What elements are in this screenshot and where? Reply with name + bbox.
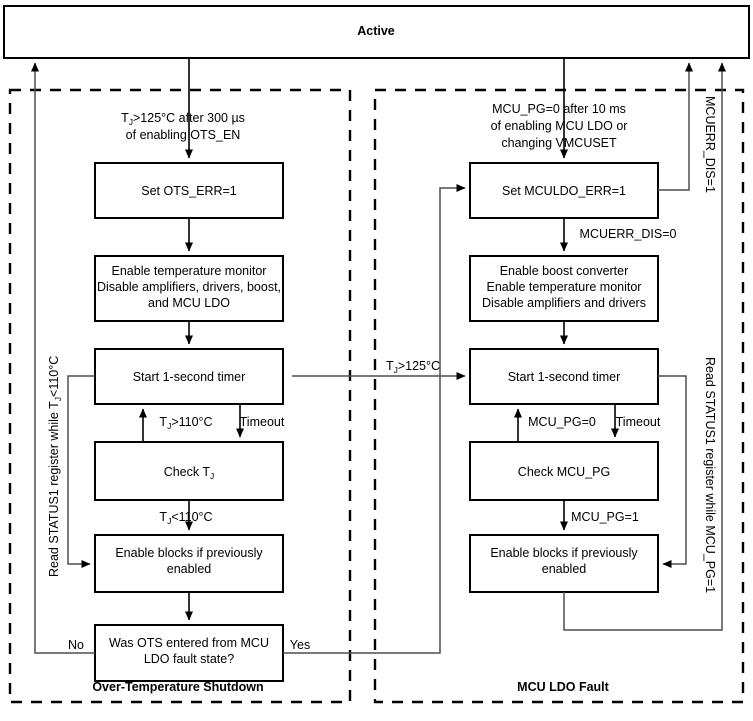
box-enable-temperature-monitor-line1: Enable temperature monitor (112, 264, 267, 278)
box-enable-boost-converter[interactable] (469, 255, 659, 322)
label-tj-above-110: TJ>110°C (159, 415, 212, 431)
edge-mcuerr-dis-1-to-active (658, 62, 693, 191)
label-tj-above-125: TJ>125°C (386, 359, 440, 375)
label-ots-entry-line2: of enabling OTS_EN (126, 128, 241, 142)
label-timeout-right: Timeout (616, 415, 661, 429)
label-read-status1-left: Read STATUS1 register while TJ<110°C (47, 356, 63, 577)
label-timeout-left: Timeout (240, 415, 285, 429)
box-set-ots-err-label: Set OTS_ERR=1 (141, 184, 237, 198)
box-enable-boost-line2: Enable temperature monitor (487, 280, 642, 294)
label-mculdo-entry-line2: of enabling MCU LDO or (491, 119, 628, 133)
label-mculdo-entry-line3: changing VMCUSET (501, 136, 617, 150)
box-was-ots-entered-line2: LDO fault state? (144, 652, 234, 666)
box-was-ots-entered-line1: Was OTS entered from MCU (109, 636, 269, 650)
label-mculdo-entry-line1: MCU_PG=0 after 10 ms (492, 102, 626, 116)
label-no: No (68, 638, 84, 652)
box-start-timer-left-label: Start 1-second timer (133, 370, 246, 384)
box-set-mculdo-err[interactable] (469, 162, 659, 219)
label-mcu-pg-1: MCU_PG=1 (571, 510, 639, 524)
box-check-mcu-pg[interactable] (469, 441, 659, 501)
edge-enable-blocks-right-to-active (563, 62, 726, 631)
box-enable-temperature-monitor-line2: Disable amplifiers, drivers, boost, (97, 280, 281, 294)
box-start-timer-right[interactable] (469, 348, 659, 405)
label-tj-below-110: TJ<110°C (159, 510, 212, 526)
box-check-tj-label: Check TJ (164, 465, 215, 481)
box-enable-temperature-monitor-line3: and MCU LDO (148, 296, 230, 310)
box-enable-boost-line3: Disable amplifiers and drivers (482, 296, 646, 310)
box-enable-blocks-right-line2: enabled (542, 562, 587, 576)
region-title-over-temperature-shutdown: Over-Temperature Shutdown (92, 680, 263, 694)
edge-read-status1-loop-right (658, 375, 687, 568)
box-start-timer-right-label: Start 1-second timer (508, 370, 621, 384)
box-check-mcu-pg-label: Check MCU_PG (518, 465, 610, 479)
box-enable-blocks-right[interactable] (469, 534, 659, 593)
box-enable-blocks-left-line1: Enable blocks if previously (115, 546, 263, 560)
box-enable-blocks-right-line1: Enable blocks if previously (490, 546, 638, 560)
box-check-tj[interactable] (94, 441, 284, 501)
label-mcuerr-dis-0: MCUERR_DIS=0 (580, 227, 677, 241)
edge-yes-to-set-mculdo-err (283, 184, 466, 654)
edge-no-to-active (31, 62, 95, 654)
box-enable-blocks-left[interactable] (94, 534, 284, 593)
label-mcu-pg-0: MCU_PG=0 (528, 415, 596, 429)
active-state-box[interactable] (3, 5, 750, 59)
box-enable-blocks-left-line2: enabled (167, 562, 212, 576)
region-title-mcu-ldo-fault: MCU LDO Fault (517, 680, 609, 694)
box-enable-temperature-monitor[interactable] (94, 255, 284, 322)
box-set-mculdo-err-label: Set MCULDO_ERR=1 (502, 184, 626, 198)
region-over-temperature-shutdown (8, 88, 352, 704)
active-state-label: Active (357, 24, 395, 38)
region-mcu-ldo-fault (373, 88, 745, 704)
label-yes: Yes (290, 638, 310, 652)
box-was-ots-entered[interactable] (94, 624, 284, 682)
label-mcuerr-dis-1: MCUERR_DIS=1 (703, 96, 717, 193)
box-start-timer-left[interactable] (94, 348, 284, 405)
label-ots-entry-line1: TJ>125°C after 300 µs (121, 111, 245, 127)
label-read-status1-right: Read STATUS1 register while MCU_PG=1 (703, 357, 717, 593)
box-enable-boost-line1: Enable boost converter (500, 264, 629, 278)
edge-read-status1-loop-left (67, 375, 95, 568)
